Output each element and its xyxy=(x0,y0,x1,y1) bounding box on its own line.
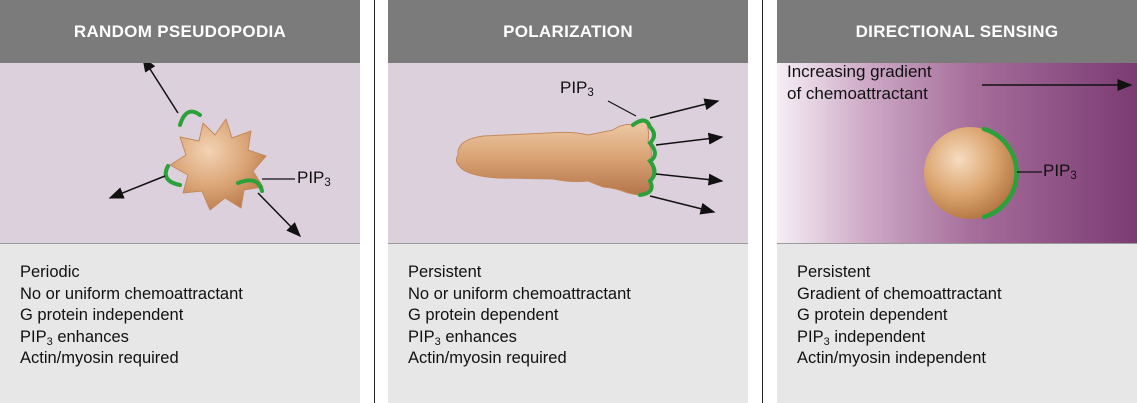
property-line: Gradient of chemoattractant xyxy=(797,284,1137,306)
scene-polarization: PIP3 xyxy=(388,63,748,243)
panel-directional-sensing: DIRECTIONAL SENSING Increasing gradient … xyxy=(777,0,1137,403)
panel-polarization: POLARIZATION PIP3 Persistent xyxy=(388,0,748,403)
migration-arrow xyxy=(650,101,718,118)
properties-list: Periodic No or uniform chemoattractant G… xyxy=(0,243,360,403)
pseudopod-arrow xyxy=(110,176,165,198)
migration-arrow xyxy=(650,196,714,212)
migration-arrow xyxy=(656,174,722,181)
pip3-pointer-line xyxy=(608,101,636,116)
panel-divider xyxy=(374,0,375,403)
property-line: Actin/myosin required xyxy=(408,348,748,370)
elongated-cell xyxy=(456,121,653,196)
property-line: Actin/myosin independent xyxy=(797,348,1137,370)
gradient-caption-line: of chemoattractant xyxy=(787,83,932,105)
pip3-label: PIP3 xyxy=(560,78,594,98)
scene-random-pseudopodia: PIP3 xyxy=(0,63,360,243)
gradient-caption: Increasing gradient of chemoattractant xyxy=(787,63,932,105)
panel-title: RANDOM PSEUDOPODIA xyxy=(0,0,360,63)
migration-arrow xyxy=(656,137,722,145)
property-line: Persistent xyxy=(797,262,1137,284)
panel-random-pseudopodia: RANDOM PSEUDOPODIA PIP3 xyxy=(0,0,360,403)
properties-list: Persistent Gradient of chemoattractant G… xyxy=(777,243,1137,403)
pip3-label: PIP3 xyxy=(1043,161,1077,181)
panel-title: DIRECTIONAL SENSING xyxy=(777,0,1137,63)
property-line: Periodic xyxy=(20,262,360,284)
star-shaped-cell xyxy=(170,119,266,210)
properties-list: Persistent No or uniform chemoattractant… xyxy=(388,243,748,403)
property-line: No or uniform chemoattractant xyxy=(20,284,360,306)
pseudopod-arrow xyxy=(143,63,178,113)
pseudopod-arrow xyxy=(258,193,300,236)
property-line: G protein independent xyxy=(20,305,360,327)
property-line: Actin/myosin required xyxy=(20,348,360,370)
property-line: Persistent xyxy=(408,262,748,284)
property-line: PIP3 enhances xyxy=(20,327,360,349)
property-line: No or uniform chemoattractant xyxy=(408,284,748,306)
random-pseudopodia-illustration xyxy=(0,63,360,243)
panel-divider xyxy=(762,0,763,403)
pip3-patch xyxy=(180,112,200,125)
panel-title: POLARIZATION xyxy=(388,0,748,63)
property-line: G protein dependent xyxy=(797,305,1137,327)
property-line: PIP3 enhances xyxy=(408,327,748,349)
pip3-label: PIP3 xyxy=(297,168,331,188)
property-line: PIP3 independent xyxy=(797,327,1137,349)
scene-directional-sensing: Increasing gradient of chemoattractant P… xyxy=(777,63,1137,243)
property-line: G protein dependent xyxy=(408,305,748,327)
gradient-caption-line: Increasing gradient xyxy=(787,63,932,83)
